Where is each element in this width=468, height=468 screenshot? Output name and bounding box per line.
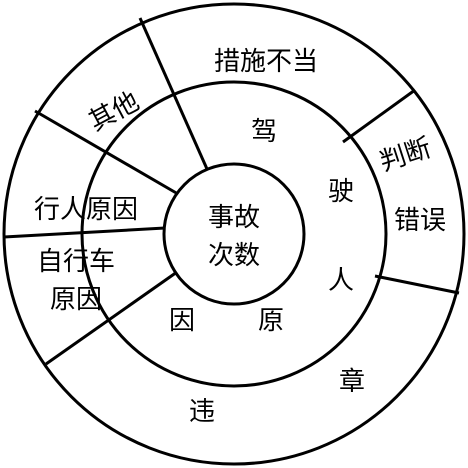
label-other: 其他 — [84, 86, 144, 137]
label-improper-measures: 措施不当 — [214, 47, 318, 77]
label-misjudgment-line1: 判断 — [376, 133, 435, 178]
inner-circle — [162, 162, 306, 306]
label-violation-char-1: 章 — [339, 367, 365, 397]
divider-other-improper — [138, 17, 209, 170]
divider-misjudgment-violation — [374, 274, 460, 295]
label-misjudgment-line2: 错误 — [394, 206, 446, 236]
middle-circle — [80, 80, 388, 388]
driver-char-1: 驾 — [251, 117, 277, 147]
label-bicycle-line2: 原因 — [50, 285, 102, 315]
center-label-line2: 次数 — [208, 241, 260, 271]
driver-char-2: 驶 — [328, 177, 354, 207]
label-bicycle-line1: 自行车 — [37, 247, 115, 277]
driver-char-3: 人 — [328, 266, 354, 296]
driver-char-5: 因 — [169, 306, 195, 336]
label-pedestrian: 行人原因 — [34, 195, 138, 225]
divider-improper-misjudgment — [342, 88, 416, 144]
driver-char-4: 原 — [258, 306, 284, 336]
divider-bicycle-pedestrian — [3, 226, 166, 239]
center-label-line1: 事故 — [208, 203, 260, 233]
label-violation-char-2: 违 — [189, 397, 215, 427]
divider-violation-bicycle — [45, 270, 178, 366]
divider-pedestrian-other — [34, 109, 179, 196]
